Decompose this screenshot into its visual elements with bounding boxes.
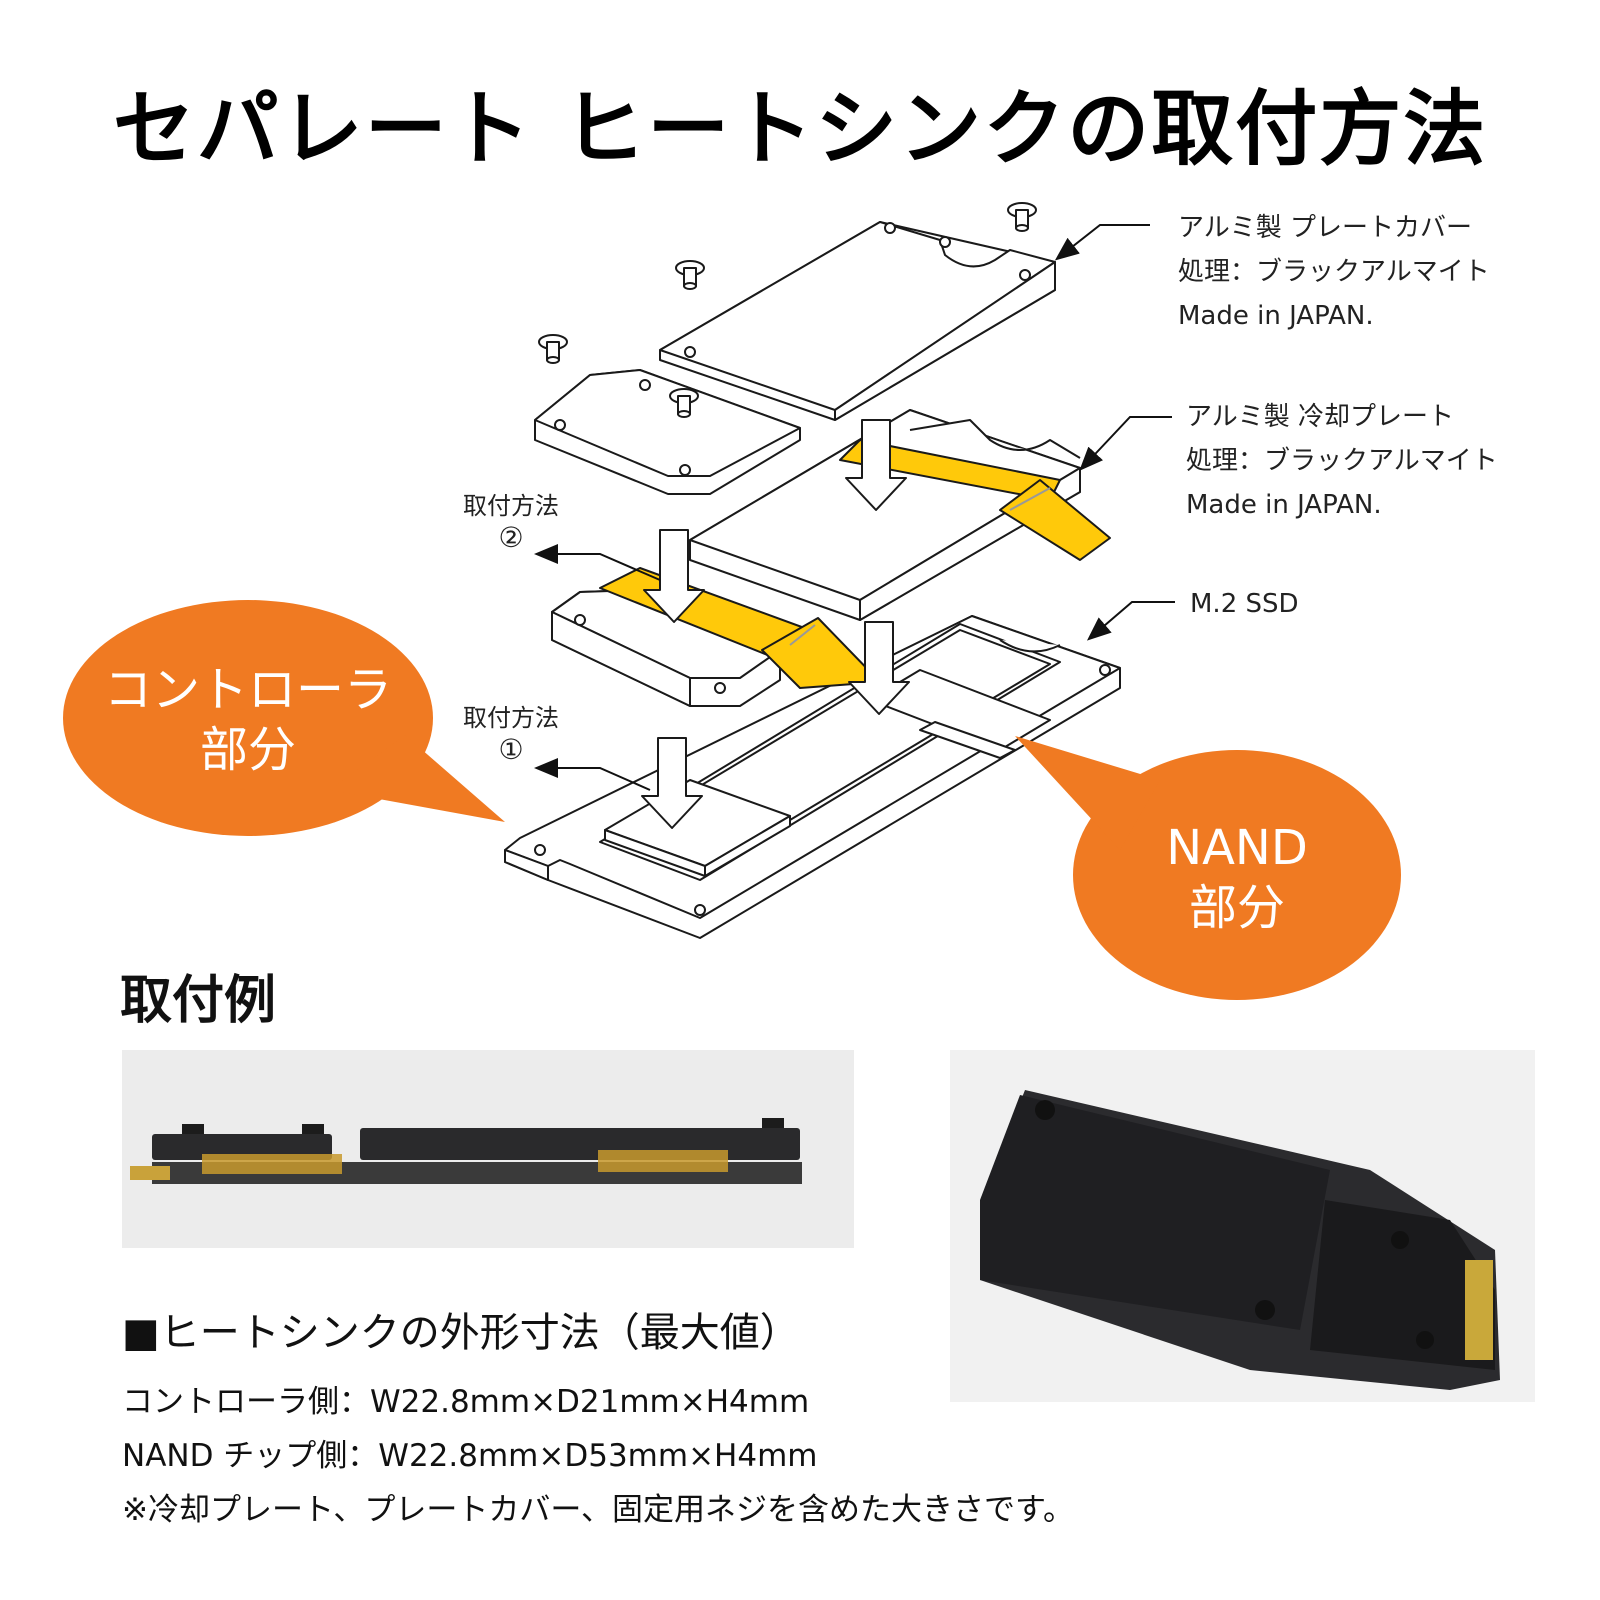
side-view-illustration	[122, 1050, 854, 1248]
nand-bubble-line2: 部分	[1188, 880, 1285, 936]
cover-callout-origin: Made in JAPAN.	[1178, 301, 1374, 331]
cooling-callout-process: 処理：ブラックアルマイト	[1186, 446, 1498, 476]
dimension-note: ※冷却プレート、プレートカバー、固定用ネジを含めた大きさです。	[122, 1492, 1074, 1528]
dimension-line-nand: NAND チップ側：W22.8mm×D53mm×H4mm	[122, 1438, 818, 1474]
ssd-board	[504, 615, 1121, 939]
exploded-diagram	[63, 202, 1401, 1000]
cover-callout: アルミ製 プレートカバー 処理：ブラックアルマイト Made in JAPAN.	[1178, 206, 1490, 338]
step-1-label: 取付方法 ①	[446, 698, 576, 766]
nand-cooling-plate	[689, 409, 1111, 621]
step-2-label-text: 取付方法	[463, 492, 559, 520]
side-view-photo	[122, 1050, 854, 1248]
top-view-photo	[950, 1050, 1535, 1402]
cover-callout-title: アルミ製 プレートカバー	[1178, 213, 1473, 243]
step-1-label-text: 取付方法	[463, 704, 559, 732]
screws	[538, 202, 1037, 418]
controller-bubble-line1: コントローラ	[103, 662, 392, 718]
step-2-number: ②	[498, 521, 524, 554]
cover-callout-process: 処理：ブラックアルマイト	[1178, 257, 1490, 287]
controller-plate-cover	[534, 369, 801, 495]
ssd-callout-title: M.2 SSD	[1190, 589, 1299, 619]
page-title: セパレート ヒートシンクの取付方法	[112, 82, 1488, 177]
cooling-callout-origin: Made in JAPAN.	[1186, 490, 1382, 520]
step-2-label: 取付方法 ②	[446, 486, 576, 554]
step-1-number: ①	[498, 733, 524, 766]
nand-plate-cover	[659, 221, 1056, 421]
nand-bubble-line1: NAND	[1166, 820, 1308, 876]
dimensions-heading: ■ヒートシンクの外形寸法（最大値）	[122, 1310, 800, 1356]
nand-bubble: NAND 部分	[1075, 818, 1399, 938]
example-heading: 取付例	[120, 971, 277, 1031]
top-view-illustration	[950, 1050, 1535, 1402]
nand-bubble-shape	[1073, 750, 1401, 1000]
controller-bubble: コントローラ 部分	[68, 660, 428, 780]
controller-bubble-shape	[63, 600, 433, 836]
ssd-callout: M.2 SSD	[1190, 582, 1299, 626]
cooling-callout: アルミ製 冷却プレート 処理：ブラックアルマイト Made in JAPAN.	[1186, 395, 1498, 527]
assembly-arrows	[641, 419, 910, 829]
controller-bubble-line2: 部分	[199, 722, 296, 778]
cooling-callout-title: アルミ製 冷却プレート	[1186, 402, 1455, 432]
dimension-line-controller: コントローラ側：W22.8mm×D21mm×H4mm	[122, 1384, 810, 1420]
